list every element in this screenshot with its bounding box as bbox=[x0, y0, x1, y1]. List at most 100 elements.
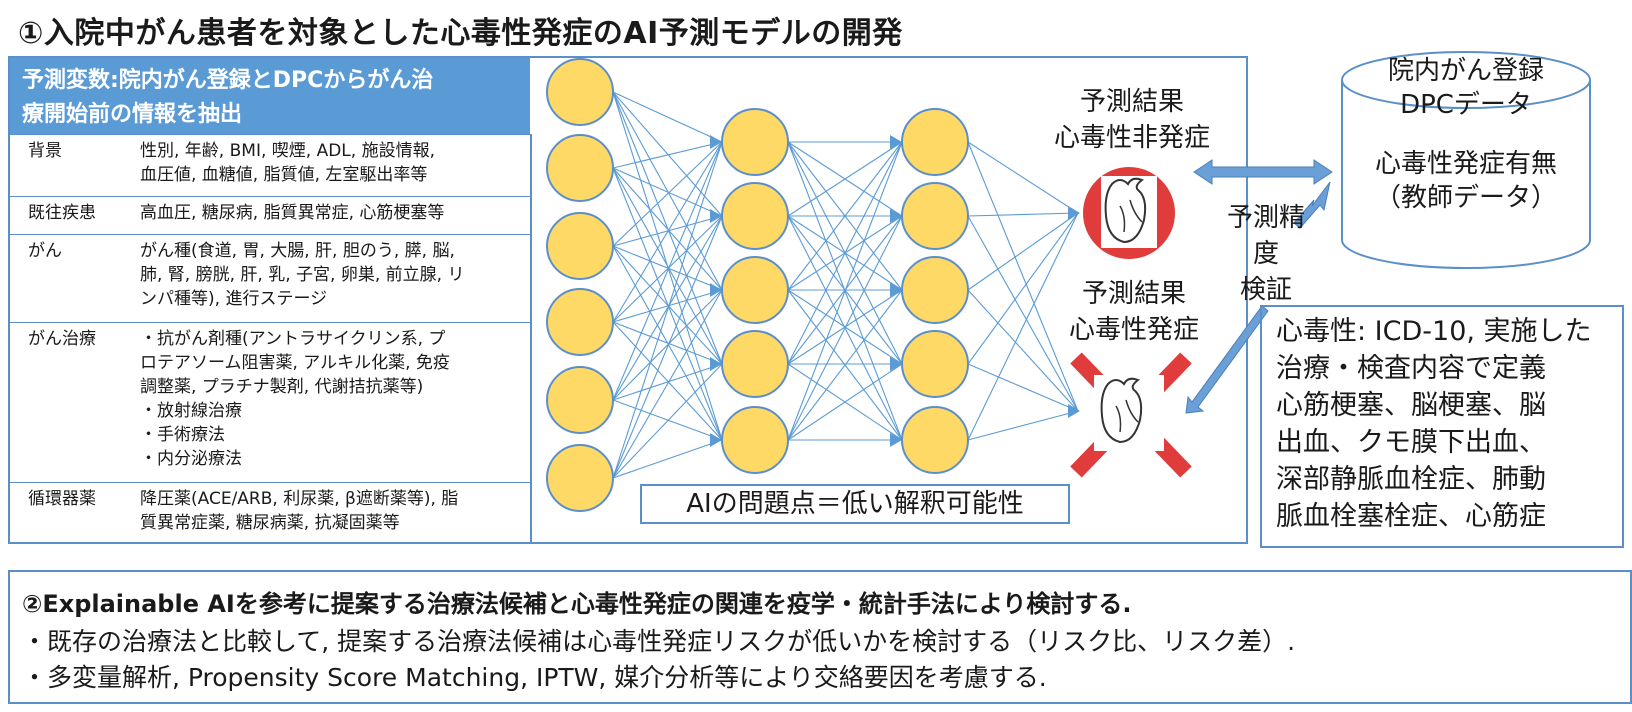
network-arrowhead bbox=[710, 209, 722, 223]
network-arrowhead bbox=[710, 433, 722, 447]
network-edge bbox=[967, 215, 1079, 412]
database-label: 院内がん登録 DPCデータ bbox=[1342, 54, 1590, 122]
network-arrowhead bbox=[890, 209, 902, 223]
network-node bbox=[721, 182, 789, 250]
network-node bbox=[721, 330, 789, 398]
network-edge bbox=[612, 321, 723, 441]
network-edge bbox=[967, 212, 1079, 441]
validation-line: 検証 bbox=[1239, 275, 1292, 305]
network-edge bbox=[787, 363, 903, 441]
predictor-line: 調整薬, プラチナ製剤, 代謝拮抗薬等) bbox=[140, 377, 424, 397]
network-edge bbox=[612, 215, 723, 323]
network-edge bbox=[612, 141, 723, 401]
predictor-line: ・抗がん剤種(アントラサイクリン系, プ bbox=[140, 329, 446, 349]
validation-label: 予測精 度 検証 bbox=[1206, 200, 1326, 308]
network-edges bbox=[612, 91, 1080, 479]
network-edge bbox=[787, 215, 903, 441]
predictor-row-background: 背景 性別, 年齢, BMI, 喫煙, ADL, 施設情報, 血圧値, 血糖値,… bbox=[10, 134, 530, 190]
predictor-line: 血圧値, 血糖値, 脂質値, 左室駆出率等 bbox=[140, 165, 428, 185]
network-edge bbox=[612, 91, 723, 143]
network-arrowhead bbox=[890, 283, 902, 297]
validation-line: 予測精 bbox=[1226, 203, 1305, 233]
predictor-values: 降圧薬(ACE/ARB, 利尿薬, β遮断薬等), 脂 質異常症薬, 糖尿病薬,… bbox=[140, 487, 520, 535]
network-node bbox=[901, 182, 969, 250]
predictor-row-history: 既往疾患 高血圧, 糖尿病, 脂質異常症, 心筋梗塞等 bbox=[10, 196, 530, 232]
network-edge bbox=[612, 439, 723, 479]
network-edge bbox=[612, 167, 723, 217]
network-edge bbox=[787, 141, 903, 217]
network-edge bbox=[612, 167, 723, 365]
definition-line: 心毒性: ICD-10, 実施した bbox=[1276, 316, 1592, 347]
teacher-data-line: （教師データ） bbox=[1374, 183, 1557, 213]
network-node bbox=[546, 288, 614, 356]
network-node bbox=[546, 444, 614, 512]
predictor-values: がん種(食道, 胃, 大腸, 肝, 胆のう, 膵, 脳, 肺, 腎, 膀胱, 肝… bbox=[140, 239, 520, 311]
database-label-line: 院内がん登録 bbox=[1387, 56, 1544, 86]
predictor-table-header: 予測変数:院内がん登録とDPCからがん治 療開始前の情報を抽出 bbox=[10, 58, 530, 134]
result-positive-label: 予測結果 心毒性発症 bbox=[1024, 276, 1244, 348]
network-edge bbox=[612, 363, 723, 479]
database-label-line: DPCデータ bbox=[1400, 90, 1532, 120]
predictor-values: 高血圧, 糖尿病, 脂質異常症, 心筋梗塞等 bbox=[140, 201, 520, 225]
network-edge bbox=[787, 141, 903, 365]
network-edge bbox=[967, 289, 1079, 412]
definition-line: 脈血栓塞栓症、心筋症 bbox=[1276, 501, 1546, 532]
network-node bbox=[546, 212, 614, 280]
network-node bbox=[901, 256, 969, 324]
predictor-row-cardio-drugs: 循環器薬 降圧薬(ACE/ARB, 利尿薬, β遮断薬等), 脂 質異常症薬, … bbox=[10, 482, 530, 544]
network-edge bbox=[967, 212, 1079, 365]
network-edge bbox=[967, 410, 1079, 441]
predictor-line: ンパ種等), 進行ステージ bbox=[140, 289, 328, 309]
analysis-panel bbox=[8, 570, 1632, 704]
network-edge bbox=[612, 289, 723, 323]
network-edge bbox=[787, 141, 903, 441]
network-edge bbox=[612, 167, 723, 441]
heart-outline bbox=[1104, 177, 1147, 244]
network-edge bbox=[967, 141, 1079, 412]
network-edge bbox=[612, 91, 723, 365]
result-label-line: 予測結果 bbox=[1081, 279, 1186, 309]
ai-problem-box: AIの問題点＝低い解釈可能性 bbox=[640, 484, 1070, 524]
network-node bbox=[901, 406, 969, 474]
predictor-line: ・手術療法 bbox=[140, 425, 225, 445]
section2-title: ②Explainable AIを参考に提案する治療法候補と心毒性発症の関連を疫学… bbox=[22, 590, 1132, 618]
network-edge bbox=[612, 245, 723, 291]
network-node bbox=[721, 256, 789, 324]
result-label-line: 心毒性非発症 bbox=[1053, 123, 1210, 153]
network-edge bbox=[612, 399, 723, 441]
result-label-line: 心毒性発症 bbox=[1068, 315, 1199, 345]
definition-line: 治療・検査内容で定義 bbox=[1276, 353, 1546, 384]
teacher-data-line: 心毒性発症有無 bbox=[1374, 149, 1557, 179]
network-edge bbox=[612, 167, 723, 291]
network-edge bbox=[787, 289, 903, 441]
network-node bbox=[546, 58, 614, 126]
section2-bullet: ・多変量解析, Propensity Score Matching, IPTW,… bbox=[22, 663, 1047, 692]
result-negative-label: 予測結果 心毒性非発症 bbox=[1022, 84, 1242, 156]
model-panel bbox=[8, 56, 1248, 544]
predictor-category: 既往疾患 bbox=[28, 203, 96, 223]
predictor-category: 背景 bbox=[28, 141, 62, 161]
network-edge bbox=[967, 212, 1079, 217]
predictor-category: がん治療 bbox=[28, 329, 96, 349]
network-edge bbox=[612, 215, 723, 401]
predictor-line: 性別, 年齢, BMI, 喫煙, ADL, 施設情報, bbox=[140, 141, 435, 161]
network-edge bbox=[612, 91, 723, 217]
network-edge bbox=[787, 141, 903, 291]
network-edge bbox=[612, 141, 723, 323]
network-arrowhead bbox=[890, 135, 902, 149]
network-arrowhead bbox=[890, 433, 902, 447]
predictor-line: ・放射線治療 bbox=[140, 401, 242, 421]
network-node bbox=[721, 406, 789, 474]
section2-bullet: ・既存の治療法と比較して, 提案する治療法候補は心毒性発症リスクが低いかを検討す… bbox=[22, 627, 1296, 656]
network-edge bbox=[967, 363, 1079, 412]
heart-positive-icon bbox=[1070, 352, 1192, 478]
network-arrowhead bbox=[1068, 206, 1080, 220]
network-edge bbox=[612, 289, 723, 401]
predictor-row-cancer: がん がん種(食道, 胃, 大腸, 肝, 胆のう, 膵, 脳, 肺, 腎, 膀胱… bbox=[10, 234, 530, 322]
network-node bbox=[901, 330, 969, 398]
network-edge bbox=[612, 141, 723, 479]
network-edge bbox=[612, 245, 723, 365]
predictor-category: 循環器薬 bbox=[28, 489, 96, 509]
definition-line: 心筋梗塞、脳梗塞、脳 bbox=[1276, 390, 1546, 421]
network-arrowhead bbox=[1068, 404, 1080, 418]
